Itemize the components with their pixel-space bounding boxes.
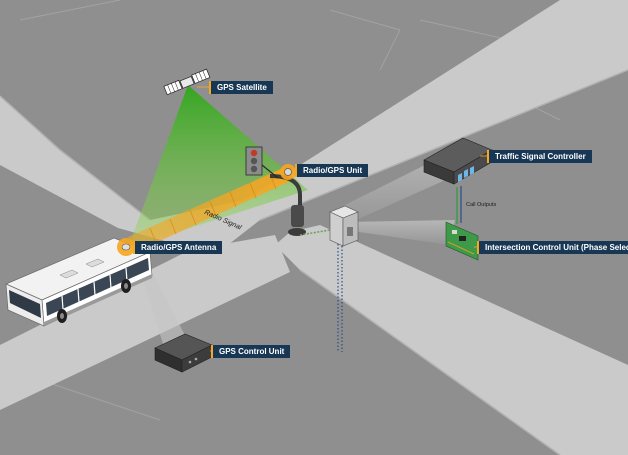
label-intersection-control-unit: Intersection Control Unit (Phase Selecto… [477, 241, 628, 254]
radio-signal-waves [149, 173, 277, 244]
label-call-outputs: Call Outputs [466, 202, 497, 208]
gps-satellite-icon [163, 68, 211, 96]
gps-control-beam [140, 268, 190, 350]
gps-beam [128, 85, 308, 248]
label-radio-gps-antenna: Radio/GPS Antenna [133, 241, 223, 254]
label-gps-control-unit: GPS Control Unit [211, 345, 291, 358]
radio-signal-band [128, 168, 293, 252]
radio-gps-antenna-icon [117, 238, 135, 256]
traffic-signal-controller-icon [423, 137, 493, 185]
road-lower-right [275, 225, 628, 455]
transit-bus-icon [5, 237, 153, 327]
pole-cabinet-wire [299, 229, 331, 236]
radio-gps-unit-icon [280, 164, 296, 180]
road-main [0, 0, 628, 255]
gps-control-unit-icon [154, 333, 213, 373]
call-outputs-wire [456, 186, 462, 224]
label-gps-satellite: GPS Satellite [209, 81, 273, 94]
ics-beam [345, 220, 455, 245]
traffic-signal-pole [245, 146, 306, 236]
signal-cabinet [329, 205, 359, 247]
label-traffic-signal-controller: Traffic Signal Controller [487, 150, 592, 163]
road-lower-left [0, 235, 290, 410]
detector-wires [337, 244, 343, 352]
phase-selector-card-icon [445, 221, 479, 261]
label-radio-gps-unit: Radio/GPS Unit [295, 164, 369, 177]
